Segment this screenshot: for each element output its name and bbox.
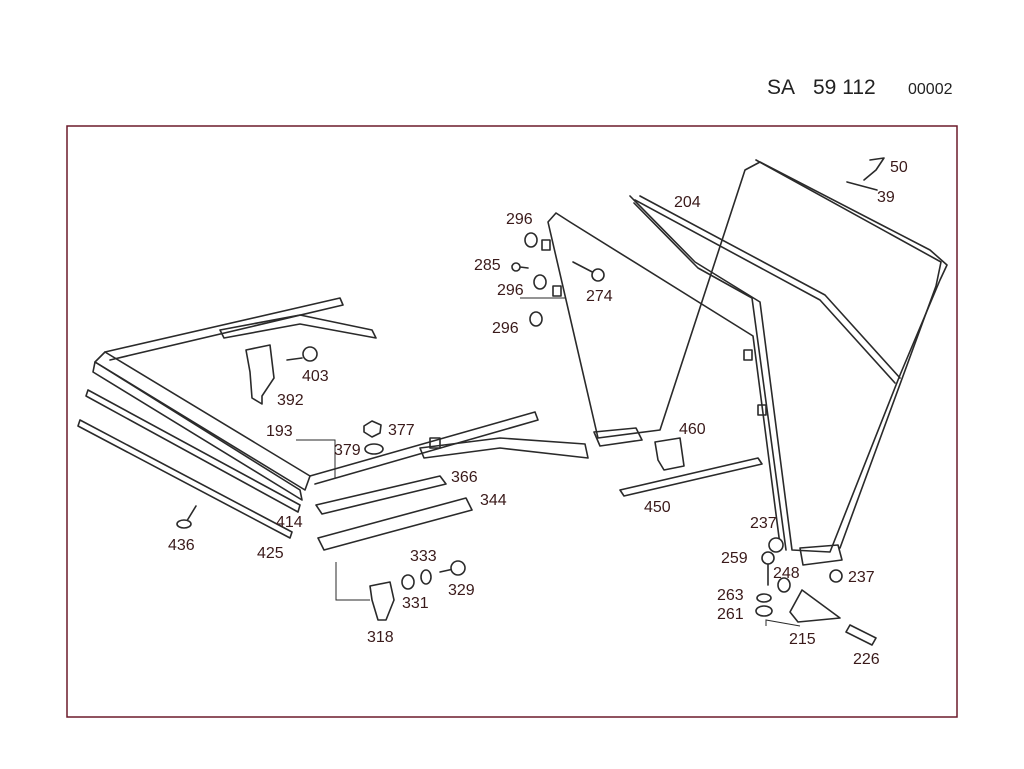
label-392: 392 <box>277 392 304 409</box>
label-344: 344 <box>480 492 507 509</box>
label-204: 204 <box>674 194 701 211</box>
pin-274 <box>572 261 605 282</box>
bracket-318 <box>369 581 395 621</box>
label-274: 274 <box>586 288 613 305</box>
label-333: 333 <box>410 548 437 565</box>
screw-403 <box>286 346 318 362</box>
label-285: 285 <box>474 257 501 274</box>
washer-261 <box>755 605 773 617</box>
label-193: 193 <box>266 423 293 440</box>
label-296: 296 <box>506 211 533 228</box>
washer-331 <box>401 574 415 590</box>
washer-263 <box>756 593 772 603</box>
label-39: 39 <box>877 189 895 206</box>
trim-strip-414 <box>85 389 301 513</box>
washer-333 <box>420 569 432 585</box>
label-215: 215 <box>789 631 816 648</box>
washer-296-top <box>524 232 538 248</box>
washer-379 <box>364 443 384 455</box>
bolt-50 <box>863 157 885 181</box>
diagram-border <box>66 125 958 718</box>
washer-296-low <box>529 311 543 327</box>
pin-226 <box>845 624 877 646</box>
label-261: 261 <box>717 606 744 623</box>
screw-436 <box>176 505 197 529</box>
label-329: 329 <box>448 582 475 599</box>
label-237: 237 <box>750 515 777 532</box>
rail-344 <box>317 497 473 551</box>
label-425: 425 <box>257 545 284 562</box>
washer-248 <box>777 577 791 593</box>
label-450: 450 <box>644 499 671 516</box>
label-296: 296 <box>497 282 524 299</box>
label-248: 248 <box>773 565 800 582</box>
nut-237-right <box>829 569 843 583</box>
label-296: 296 <box>492 320 519 337</box>
bracket-392 <box>245 344 275 405</box>
label-379: 379 <box>334 442 361 459</box>
screw-259 <box>761 551 775 586</box>
label-436: 436 <box>168 537 195 554</box>
label-263: 263 <box>717 587 744 604</box>
label-331: 331 <box>402 595 429 612</box>
drawing-number: 59 112 <box>813 76 876 99</box>
label-366: 366 <box>451 469 478 486</box>
label-237: 237 <box>848 569 875 586</box>
bolt-329 <box>439 560 466 576</box>
label-403: 403 <box>302 368 329 385</box>
screw-285 <box>511 262 529 272</box>
nut-237-top <box>768 537 784 553</box>
trim-strip-425 <box>77 419 293 539</box>
label-414: 414 <box>276 514 303 531</box>
label-377: 377 <box>388 422 415 439</box>
label-226: 226 <box>853 651 880 668</box>
front-frame-assembly <box>92 297 589 501</box>
nut-377 <box>363 420 382 438</box>
label-50: 50 <box>890 159 908 176</box>
strip-450 <box>619 457 763 497</box>
label-318: 318 <box>367 629 394 646</box>
bracket-460 <box>654 437 685 471</box>
drawing-code: 00002 <box>908 81 953 98</box>
drawing-prefix: SA <box>767 76 796 99</box>
rail-366 <box>315 475 447 515</box>
plate-215 <box>789 589 841 623</box>
washer-296-mid <box>533 274 547 290</box>
label-259: 259 <box>721 550 748 567</box>
label-460: 460 <box>679 421 706 438</box>
rear-bow-frame <box>541 159 948 566</box>
pin-39 <box>846 181 878 191</box>
